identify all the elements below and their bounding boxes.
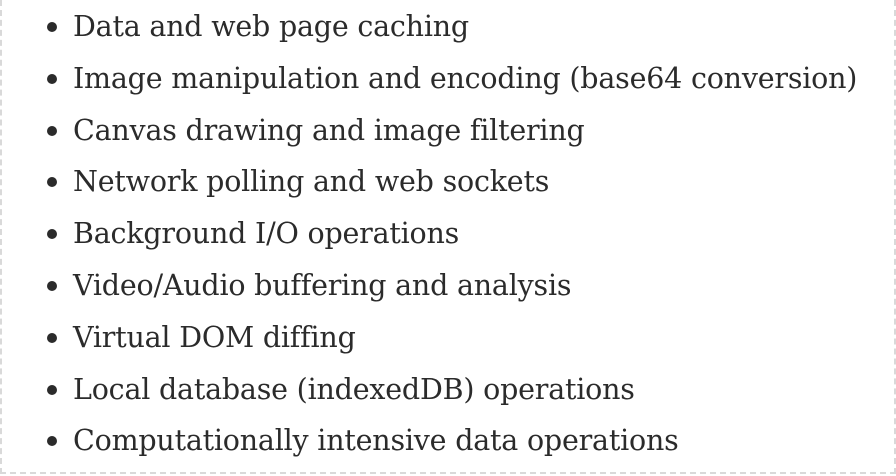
list-item: Data and web page caching — [42, 5, 874, 57]
list-item: Network polling and web sockets — [42, 160, 874, 212]
bullet-icon — [47, 384, 57, 395]
bullet-icon — [47, 332, 57, 343]
bullet-icon — [47, 73, 57, 84]
list-item: Background I/O operations — [42, 212, 874, 264]
bullet-icon — [47, 177, 57, 188]
list-item-text: Canvas drawing and image filtering — [73, 113, 585, 147]
list-item: Computationally intensive data operation… — [42, 419, 874, 471]
bullet-icon — [47, 229, 57, 240]
list-item-text: Local database (indexedDB) operations — [73, 372, 635, 406]
list-item-text: Data and web page caching — [73, 10, 469, 43]
list-item: Video/Audio buffering and analysis — [42, 264, 874, 316]
list-item-text: Image manipulation and encoding (base64 … — [73, 61, 858, 95]
list-item-text: Network polling and web sockets — [73, 165, 550, 199]
list-item-text: Computationally intensive data operation… — [73, 424, 679, 458]
bullet-icon — [47, 22, 57, 32]
bullet-list: Data and web page caching Image manipula… — [42, 5, 874, 471]
bullet-icon — [47, 280, 57, 291]
list-item: Canvas drawing and image filtering — [42, 109, 874, 161]
list-item: Virtual DOM diffing — [42, 316, 874, 368]
list-item: Image manipulation and encoding (base64 … — [42, 57, 874, 109]
list-item-text: Video/Audio buffering and analysis — [73, 268, 572, 302]
list-item-text: Background I/O operations — [73, 217, 460, 251]
bullet-icon — [47, 125, 57, 136]
list-item-text: Virtual DOM diffing — [73, 320, 356, 354]
list-item: Local database (indexedDB) operations — [42, 368, 874, 420]
bullet-icon — [47, 436, 57, 447]
